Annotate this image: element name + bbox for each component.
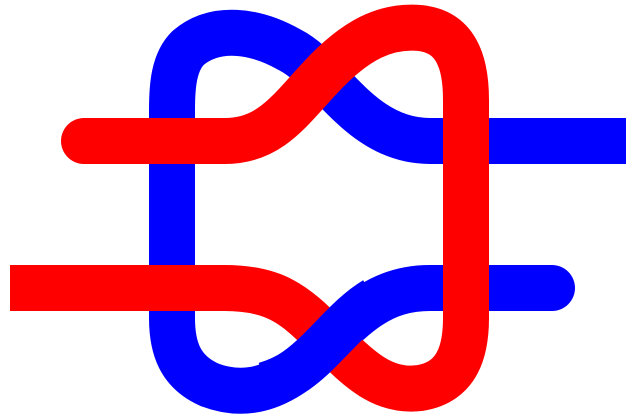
knot-diagram [0,0,626,418]
